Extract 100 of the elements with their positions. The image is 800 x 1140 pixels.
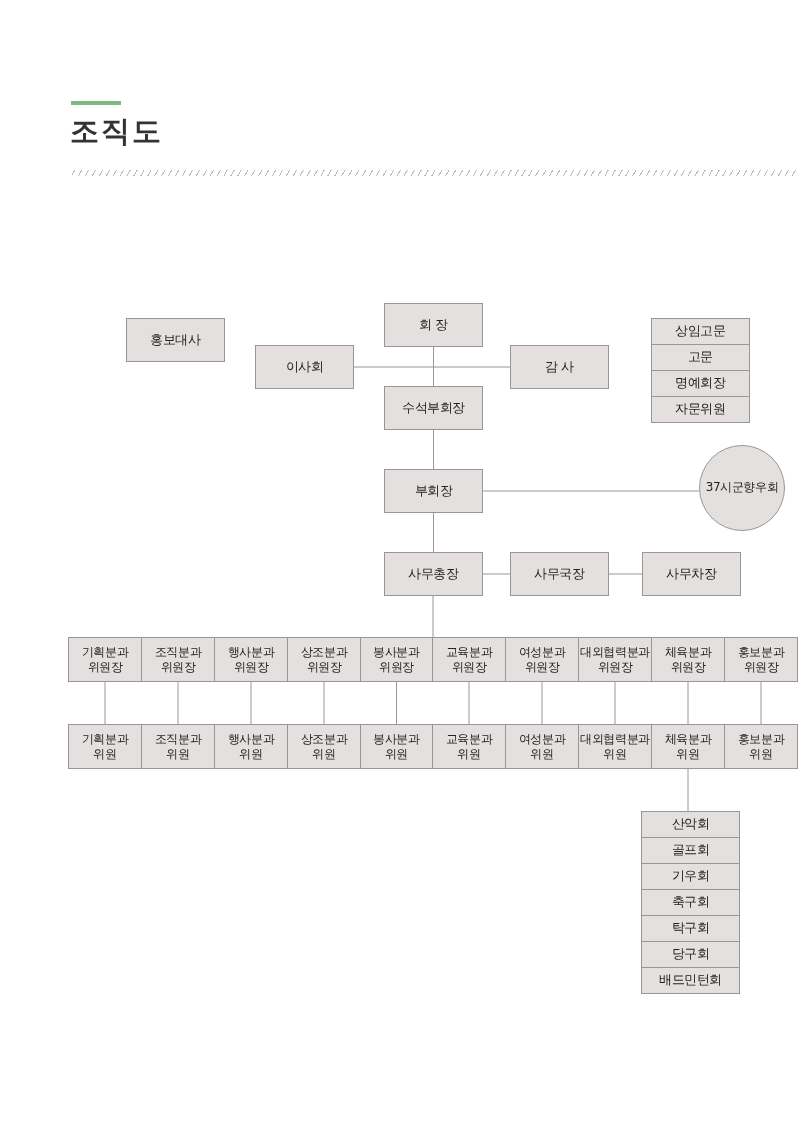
org-box [724, 637, 798, 682]
org-box [641, 863, 740, 890]
node-label: 여성분과 위원 [517, 731, 567, 762]
connector-line [432, 595, 434, 638]
node-label: 사무국장 [534, 565, 585, 583]
org-box [68, 637, 142, 682]
org-box [384, 552, 483, 596]
node-label: 탁구회 [671, 920, 710, 937]
node-label: 감 사 [545, 358, 574, 376]
org-box [505, 724, 579, 769]
connector-line [396, 681, 397, 725]
node-label: 체육분과 위원 [663, 731, 713, 762]
connector-line [433, 346, 434, 387]
connector-line [482, 573, 511, 575]
org-box [287, 637, 361, 682]
node-label: 산악회 [671, 816, 710, 833]
org-box [384, 303, 483, 347]
node-label: 봉사분과 위원장 [372, 644, 421, 675]
connector-line [482, 490, 700, 492]
org-box [432, 637, 506, 682]
org-box [651, 724, 725, 769]
connector-line [250, 681, 252, 725]
node-label: 홍보분과 위원장 [736, 644, 786, 675]
org-box [214, 724, 288, 769]
node-label: 조직분과 위원장 [153, 644, 203, 675]
org-box [641, 915, 740, 942]
node-label: 명예회장 [675, 375, 726, 392]
node-label: 고문 [687, 349, 714, 366]
org-box [287, 724, 361, 769]
org-box [384, 386, 483, 430]
node-label: 기획분과 위원장 [80, 644, 130, 675]
node-label: 홍보분과 위원 [736, 731, 786, 762]
org-box [651, 396, 750, 423]
node-label: 사무총장 [408, 565, 459, 583]
node-label: 골프회 [671, 842, 710, 859]
node-label: 조직분과 위원 [153, 731, 203, 762]
org-box [641, 967, 740, 994]
org-box [126, 318, 225, 362]
node-label: 부회장 [414, 482, 453, 500]
org-box [651, 370, 750, 397]
org-box [641, 889, 740, 916]
node-label: 행사분과 위원장 [226, 644, 276, 675]
connector-line [104, 681, 106, 725]
node-label: 대외협력분과 위원장 [580, 644, 650, 675]
org-box [384, 469, 483, 513]
node-label: 이사회 [285, 358, 324, 376]
org-box [255, 345, 354, 389]
org-box [68, 724, 142, 769]
org-box [432, 724, 506, 769]
connector-line [177, 681, 179, 725]
node-label: 기획분과 위원 [80, 731, 130, 762]
node-label: 사무차장 [666, 565, 717, 583]
page-title: 조직도 [70, 113, 163, 150]
node-label: 상임고문 [675, 323, 726, 340]
org-box [510, 552, 609, 596]
connector-line [323, 681, 325, 725]
connector-line [468, 681, 470, 725]
node-label: 배드민턴회 [659, 972, 722, 989]
node-label: 홍보대사 [150, 331, 201, 349]
node-label: 대외협력분과 위원 [580, 731, 650, 762]
node-label: 상조분과 위원 [299, 731, 349, 762]
node-label: 체육분과 위원장 [663, 644, 713, 675]
node-label: 여성분과 위원장 [517, 644, 567, 675]
org-box [510, 345, 609, 389]
org-box [641, 837, 740, 864]
org-box [724, 724, 798, 769]
org-box [214, 637, 288, 682]
org-box [360, 637, 433, 682]
node-label: 상조분과 위원장 [299, 644, 349, 675]
org-box [141, 724, 215, 769]
org-box [651, 318, 750, 345]
org-box [642, 552, 741, 596]
connector-line [353, 366, 511, 368]
connector-line [760, 681, 762, 725]
node-label: 당구회 [671, 946, 710, 963]
node-label: 37시군향우회 [705, 480, 779, 496]
node-label: 수석부회장 [402, 399, 465, 417]
org-box [651, 344, 750, 371]
node-label: 회 장 [419, 316, 448, 334]
node-label: 교육분과 위원 [444, 731, 494, 762]
org-box [651, 637, 725, 682]
connector-line [541, 681, 543, 725]
org-box [360, 724, 433, 769]
node-label: 기우회 [671, 868, 710, 885]
org-box [141, 637, 215, 682]
connector-line [608, 573, 643, 575]
node-label: 자문위원 [675, 401, 726, 418]
org-box [505, 637, 579, 682]
connector-line [687, 681, 689, 725]
connector-line [687, 768, 689, 812]
connector-line [433, 512, 434, 553]
connector-line [614, 681, 616, 725]
connector-line [433, 429, 434, 470]
org-box [641, 941, 740, 968]
node-label: 축구회 [671, 894, 710, 911]
node-label: 봉사분과 위원 [372, 731, 421, 762]
node-label: 행사분과 위원 [226, 731, 276, 762]
org-box [578, 724, 652, 769]
org-box [641, 811, 740, 838]
org-box [578, 637, 652, 682]
